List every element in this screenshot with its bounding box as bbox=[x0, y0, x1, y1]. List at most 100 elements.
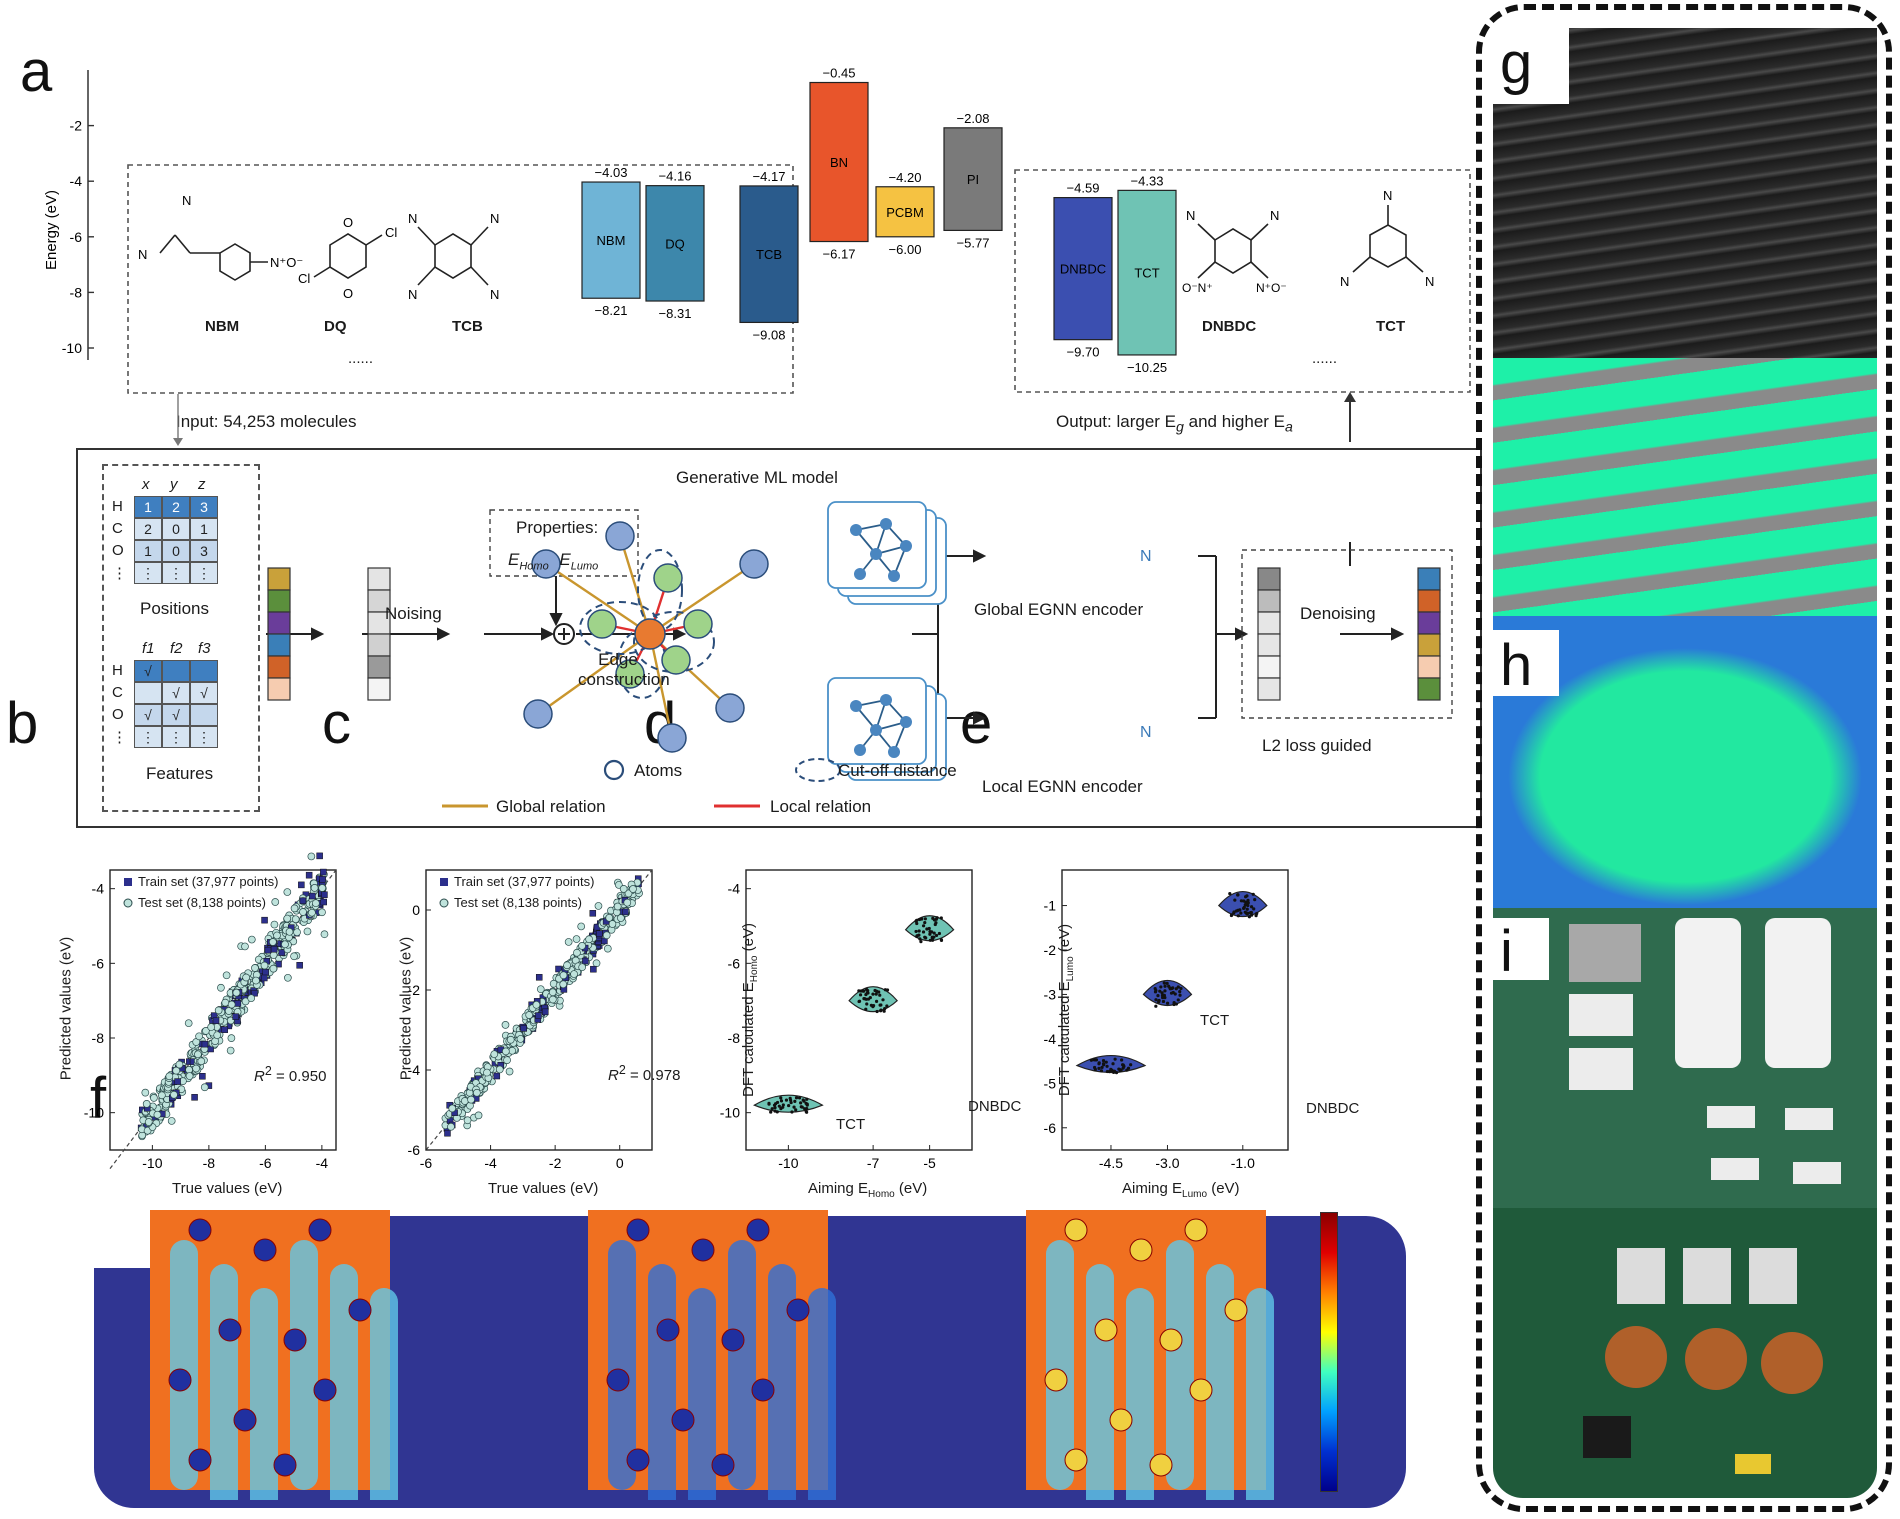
train-point bbox=[234, 1000, 242, 1007]
feature-vector-cell bbox=[1257, 567, 1281, 591]
table-cell: 2 bbox=[162, 496, 190, 518]
violin-point bbox=[1129, 1063, 1133, 1067]
violin-point bbox=[871, 1005, 875, 1009]
train-point bbox=[262, 968, 269, 976]
simulation-particle bbox=[786, 1298, 810, 1322]
y-tick-label: -5 bbox=[1044, 1075, 1057, 1091]
violin-point bbox=[1163, 984, 1167, 988]
test-point bbox=[207, 1023, 216, 1031]
test-point bbox=[503, 1056, 511, 1064]
plot-b-legend-test: Test set (8,138 points) bbox=[138, 895, 266, 910]
violin-shape bbox=[848, 986, 898, 1013]
x-tick-label: -7 bbox=[867, 1155, 880, 1171]
violin-point bbox=[794, 1096, 799, 1100]
violin-point bbox=[1238, 908, 1242, 912]
violin-point bbox=[862, 997, 866, 1001]
violin-point bbox=[1126, 1066, 1131, 1070]
test-point bbox=[227, 1034, 236, 1043]
plot-frame bbox=[1061, 869, 1289, 1151]
capacitor-box-2 bbox=[1569, 994, 1633, 1036]
svg-text:N: N bbox=[490, 211, 499, 226]
y-tick-label: -4 bbox=[1044, 1031, 1057, 1047]
violin-point bbox=[779, 1096, 783, 1100]
pipeline-diagram bbox=[266, 501, 1453, 808]
energy-bar-bottom-label: −9.08 bbox=[753, 327, 786, 342]
violin-point bbox=[805, 1110, 809, 1114]
violin-point bbox=[915, 921, 919, 926]
violin-point bbox=[857, 999, 861, 1004]
feature-vector-cell bbox=[1417, 567, 1441, 591]
test-point bbox=[192, 1064, 200, 1073]
atom-node bbox=[653, 563, 683, 593]
atom-node bbox=[605, 521, 635, 551]
violin-point bbox=[879, 1003, 883, 1007]
encoder-graph-node bbox=[888, 746, 900, 758]
violin-point bbox=[919, 940, 923, 944]
violin-point bbox=[1158, 989, 1162, 993]
test-point bbox=[592, 959, 601, 968]
violin-point bbox=[799, 1105, 803, 1109]
cutoff-distance-ellipse bbox=[633, 611, 715, 673]
energy-bar-tcb bbox=[739, 185, 799, 324]
table-cell bbox=[134, 682, 162, 704]
panel-f-simulations bbox=[150, 1210, 1274, 1500]
simulation-particle bbox=[1129, 1238, 1153, 1262]
atom-node bbox=[661, 645, 691, 675]
table-cell: ⋮ bbox=[190, 562, 218, 584]
test-point bbox=[270, 920, 279, 929]
train-point bbox=[535, 974, 543, 981]
violin-point bbox=[1239, 899, 1243, 903]
violin-point bbox=[1247, 915, 1251, 919]
test-point bbox=[505, 1067, 514, 1076]
violin-point bbox=[1167, 984, 1171, 988]
simulation-streak bbox=[210, 1264, 238, 1500]
train-point bbox=[582, 957, 589, 965]
test-point bbox=[311, 899, 320, 908]
plot-b-xlabel: True values (eV) bbox=[172, 1180, 283, 1197]
input-tables-box bbox=[102, 464, 260, 812]
legend-train-marker bbox=[440, 878, 448, 886]
violin-point bbox=[915, 934, 919, 938]
global-encoder-label: Global EGNN encoder bbox=[974, 600, 1144, 619]
feature-vector-cell bbox=[1417, 655, 1441, 679]
photo-g-map bbox=[1493, 358, 1877, 616]
dq-molecule-icon bbox=[313, 233, 383, 279]
test-point bbox=[563, 961, 571, 970]
svg-text:Cl: Cl bbox=[298, 271, 310, 286]
energy-y-tick-label: -2 bbox=[70, 118, 83, 134]
table-col-header: f1 bbox=[142, 640, 155, 657]
violin-point bbox=[866, 997, 871, 1001]
test-point bbox=[447, 1122, 455, 1131]
test-point bbox=[197, 1057, 206, 1066]
violin-point bbox=[1093, 1058, 1097, 1062]
simulation-particle bbox=[1064, 1218, 1088, 1242]
violin-point bbox=[1113, 1057, 1117, 1061]
edge-construction-label: Edge construction bbox=[578, 650, 670, 689]
encoder-graph-node bbox=[854, 568, 866, 580]
panel-f-notch bbox=[88, 1212, 152, 1268]
train-point bbox=[590, 965, 597, 973]
atom-node bbox=[657, 723, 687, 753]
violin-point bbox=[1242, 899, 1246, 903]
energy-bar-pi bbox=[943, 127, 1003, 232]
violin-point bbox=[1112, 1070, 1116, 1075]
violin-point bbox=[1169, 991, 1174, 995]
encoder-graph-node bbox=[880, 694, 892, 706]
violin-point bbox=[864, 1007, 868, 1011]
test-point bbox=[536, 985, 545, 994]
plot-d-annot-tct: TCT bbox=[836, 1116, 866, 1133]
test-point bbox=[177, 1085, 186, 1094]
simulation-streak bbox=[1206, 1264, 1234, 1500]
table-cell: 1 bbox=[134, 540, 162, 562]
x-tick-label: -4 bbox=[316, 1155, 329, 1171]
plot-b-legend-train: Train set (37,977 points) bbox=[138, 874, 279, 889]
table-row-header: C bbox=[112, 684, 123, 701]
table-col-header: y bbox=[170, 476, 178, 493]
violin-point bbox=[1242, 906, 1246, 911]
test-point bbox=[467, 1095, 475, 1104]
capacitor-box-1 bbox=[1569, 924, 1641, 982]
energy-bar-pcbm bbox=[875, 186, 935, 238]
plot-e-xlabel: Aiming ELumo (eV) bbox=[1122, 1180, 1240, 1200]
test-point bbox=[284, 973, 292, 982]
